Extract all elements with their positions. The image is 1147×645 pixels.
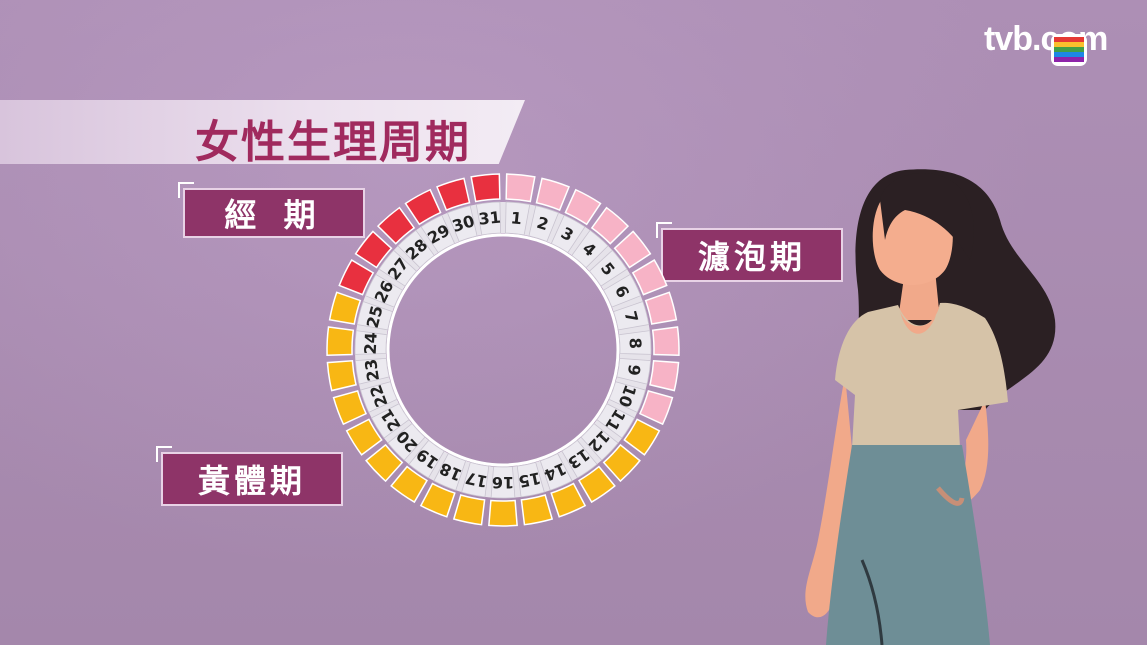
cycle-day-cell-9 (616, 357, 652, 385)
cycle-day-segment-9 (649, 360, 680, 392)
cycle-day-segment-29 (404, 188, 442, 226)
cycle-day-cell-11 (596, 403, 636, 439)
cycle-day-cell-7 (613, 301, 650, 331)
cycle-day-segment-7 (644, 291, 678, 325)
cycle-day-cell-23 (354, 357, 390, 385)
cycle-day-segment-20 (365, 443, 404, 483)
cycle-day-cell-3 (550, 214, 586, 254)
follicular-phase-label: 濾泡期 (661, 228, 843, 282)
cycle-day-segment-19 (390, 465, 428, 504)
cycle-day-segment-12 (602, 443, 641, 483)
cycle-day-segment-27 (354, 230, 393, 269)
menstrual-label-corner (178, 182, 194, 198)
tvb-logo-text: tvb.com (984, 20, 1108, 58)
cycle-day-label-1: 1 (510, 208, 523, 228)
cycle-day-segment-3 (564, 188, 602, 226)
cycle-day-cell-17 (461, 461, 490, 498)
cycle-day-cell-14 (539, 452, 573, 491)
cycle-day-cell-30 (446, 205, 478, 243)
cycle-day-label-15: 15 (517, 468, 543, 491)
cycle-day-segment-23 (326, 360, 357, 392)
pants-seam (860, 559, 884, 645)
cycle-day-cell-16 (490, 466, 516, 499)
cycle-day-cell-26 (364, 273, 403, 308)
cycle-day-cell-28 (397, 229, 435, 269)
luteal-label-corner (156, 446, 172, 462)
cycle-day-cell-15 (516, 461, 545, 498)
cycle-day-cell-27 (378, 249, 418, 287)
cycle-day-cell-12 (580, 422, 619, 461)
cycle-day-cell-18 (433, 452, 467, 491)
cycle-day-segment-11 (623, 418, 661, 456)
cycle-day-segment-2 (535, 177, 570, 211)
cycle-day-segment-6 (631, 259, 668, 296)
cycle-day-segment-17 (452, 494, 486, 526)
cycle-day-cell-1 (505, 201, 531, 236)
cycle-day-cell-24 (354, 330, 388, 355)
luteal-phase-label: 黃體期 (161, 452, 343, 506)
right-arm (948, 400, 989, 510)
cycle-day-label-16: 16 (492, 473, 514, 492)
cycle-day-segment-10 (638, 389, 674, 426)
cycle-day-segment-5 (613, 230, 652, 269)
cycle-day-cell-22 (360, 381, 398, 413)
title-banner (0, 100, 525, 164)
cycle-day-cell-5 (588, 249, 628, 287)
cycle-day-cell-2 (528, 205, 560, 243)
cycle-day-label-24: 24 (361, 332, 381, 355)
cycle-day-cell-21 (370, 403, 410, 439)
tvb-rainbow-logo-icon (1051, 34, 1087, 66)
cycle-day-label-25: 25 (363, 304, 387, 330)
cycle-day-segment-31 (470, 173, 501, 203)
cycle-day-segment-30 (436, 177, 471, 211)
cycle-day-label-8: 8 (626, 337, 646, 349)
menstrual-phase-label: 經 期 (183, 188, 365, 238)
cycle-day-segment-24 (326, 326, 355, 357)
cycle-day-segment-21 (345, 418, 383, 456)
left-arm (805, 375, 855, 618)
cycle-day-segment-16 (488, 499, 518, 527)
cycle-day-segment-13 (578, 465, 616, 504)
cycle-day-segment-26 (338, 259, 375, 296)
cycle-day-cell-29 (420, 214, 456, 254)
cycle-day-cell-19 (408, 439, 445, 479)
cycle-day-cell-13 (561, 439, 598, 479)
cycle-day-segment-4 (590, 206, 630, 245)
cycle-day-cell-20 (387, 422, 426, 461)
cycle-day-segment-1 (505, 173, 536, 203)
cycle-day-label-7: 7 (621, 309, 642, 325)
shirt (835, 302, 1008, 448)
cycle-day-segment-8 (651, 326, 680, 357)
cycle-day-segment-18 (419, 482, 456, 518)
cycle-day-cell-6 (603, 273, 642, 308)
cycle-day-segment-15 (520, 494, 554, 526)
ring-inner-edge (386, 233, 620, 467)
cycle-day-label-23: 23 (361, 358, 383, 383)
cycle-day-segment-14 (550, 482, 587, 518)
cycle-day-cell-25 (356, 301, 393, 331)
hair-front (880, 172, 974, 260)
cycle-day-label-9: 9 (624, 363, 644, 377)
cycle-day-segment-28 (376, 206, 416, 245)
cycle-day-segment-22 (332, 389, 368, 426)
cycle-day-cell-8 (618, 330, 652, 355)
neckline (898, 303, 940, 334)
follicular-label-corner (656, 222, 672, 238)
cycle-day-label-2: 2 (535, 213, 551, 234)
cycle-day-label-17: 17 (464, 468, 490, 491)
cycle-day-label-31: 31 (478, 208, 502, 229)
pocket-hand (936, 486, 965, 506)
cycle-day-cell-4 (571, 229, 609, 269)
cycle-day-segment-25 (328, 291, 362, 325)
page-title: 女性生理周期 (195, 117, 471, 168)
cycle-day-cell-31 (475, 201, 501, 236)
cycle-day-cell-10 (608, 381, 646, 413)
pants (826, 445, 990, 645)
